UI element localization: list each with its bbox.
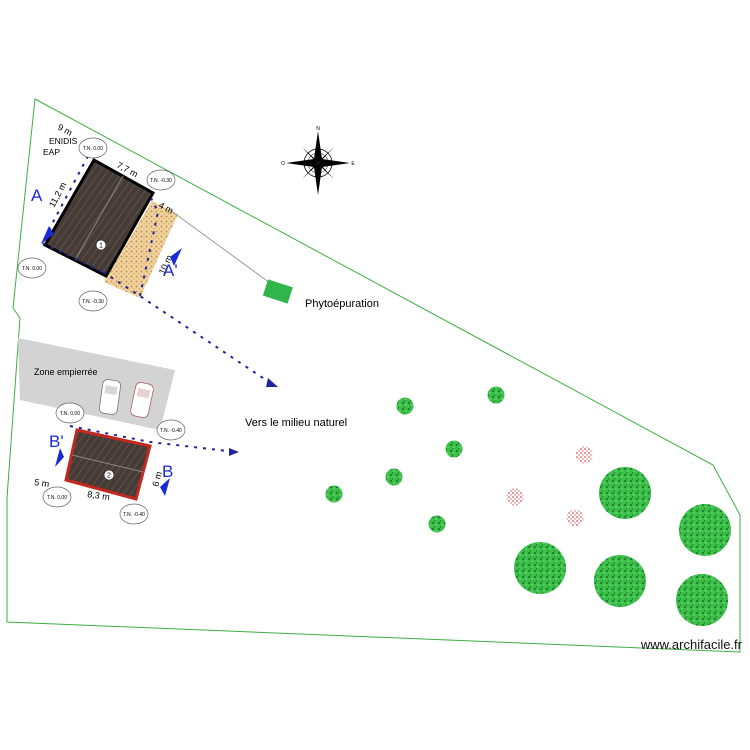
- tn-marker: T.N. 0.00: [17, 257, 47, 279]
- svg-text:T.N. 0.00: T.N. 0.00: [83, 146, 103, 152]
- building-1-number: 1: [99, 243, 103, 250]
- section-a-prime-label: A': [163, 261, 178, 280]
- phyto-bed: [262, 279, 293, 304]
- tn-marker: T.N. -0.30: [146, 169, 176, 191]
- drainage-lines: [40, 155, 276, 453]
- enedis-label: ENIDIS: [49, 136, 78, 146]
- tree-large: [679, 504, 731, 556]
- tree-small: [396, 397, 414, 415]
- tree-large: [599, 467, 651, 519]
- tn-marker: T.N. -0.30: [78, 290, 108, 312]
- section-a-label: A: [31, 186, 43, 205]
- car-1: [98, 379, 122, 415]
- tn-marker: T.N. -0.40: [156, 419, 186, 441]
- eap-label: EAP: [43, 147, 60, 157]
- arrowhead-2: [229, 448, 239, 456]
- tree-red: [566, 509, 584, 527]
- tree-small: [487, 386, 505, 404]
- compass-n: N: [316, 126, 320, 132]
- tree-large: [676, 574, 728, 626]
- tree-red: [506, 488, 524, 506]
- compass-o: O: [281, 161, 285, 167]
- tree-small: [445, 440, 463, 458]
- section-b: B: [160, 462, 173, 496]
- svg-text:T.N. 0.00: T.N. 0.00: [60, 411, 80, 417]
- tree-small: [428, 515, 446, 533]
- compass-rose-icon: N E O: [281, 126, 355, 195]
- svg-text:T.N. 0.00: T.N. 0.00: [22, 266, 42, 272]
- arrowhead-1: [266, 378, 278, 387]
- tn-marker: T.N. 0.00: [55, 402, 85, 424]
- tn-marker: T.N. 0.00: [42, 486, 72, 508]
- terrace: [104, 201, 178, 298]
- section-a-prime: A': [163, 248, 182, 280]
- tree-small: [325, 485, 343, 503]
- phyto-pipe: [169, 209, 271, 284]
- milieu-label: Vers le milieu naturel: [245, 417, 347, 429]
- svg-text:T.N. -0.30: T.N. -0.30: [150, 178, 172, 184]
- drain-line-3: [139, 195, 160, 297]
- tree-large: [594, 555, 646, 607]
- site-watermark: www.archifacile.fr: [640, 637, 742, 652]
- dim-8-3m: 8,3 m: [87, 489, 111, 502]
- tree-red: [575, 446, 593, 464]
- svg-text:T.N. 0.00: T.N. 0.00: [47, 495, 67, 501]
- car-2: [130, 382, 154, 418]
- building-2: 2: [64, 428, 152, 501]
- dim-6m: 6 m: [150, 470, 164, 487]
- section-b-label: B: [162, 462, 173, 481]
- dim-5m: 5 m: [34, 477, 50, 489]
- phyto-label: Phytoépuration: [305, 298, 379, 310]
- tree-large: [514, 542, 566, 594]
- section-a: A: [31, 186, 54, 244]
- site-boundary: [6, 98, 741, 653]
- drain-arrowheads: [229, 378, 278, 456]
- svg-text:T.N. -0.40: T.N. -0.40: [160, 428, 182, 434]
- drain-line-4: [69, 425, 237, 453]
- compass-e: E: [351, 161, 355, 167]
- building-1: 1: [42, 157, 156, 278]
- tn-marker: T.N. 0.00: [78, 137, 108, 159]
- section-b-prime-label: B': [49, 432, 64, 451]
- tn-marker: T.N. -0.40: [119, 503, 149, 525]
- tree-small: [385, 468, 403, 486]
- svg-text:T.N. -0.40: T.N. -0.40: [123, 512, 145, 518]
- building-2-number: 2: [107, 473, 111, 480]
- svg-text:T.N. -0.30: T.N. -0.30: [82, 299, 104, 305]
- zone-empierree-label: Zone empierrée: [34, 367, 98, 377]
- section-b-prime: B': [49, 432, 64, 467]
